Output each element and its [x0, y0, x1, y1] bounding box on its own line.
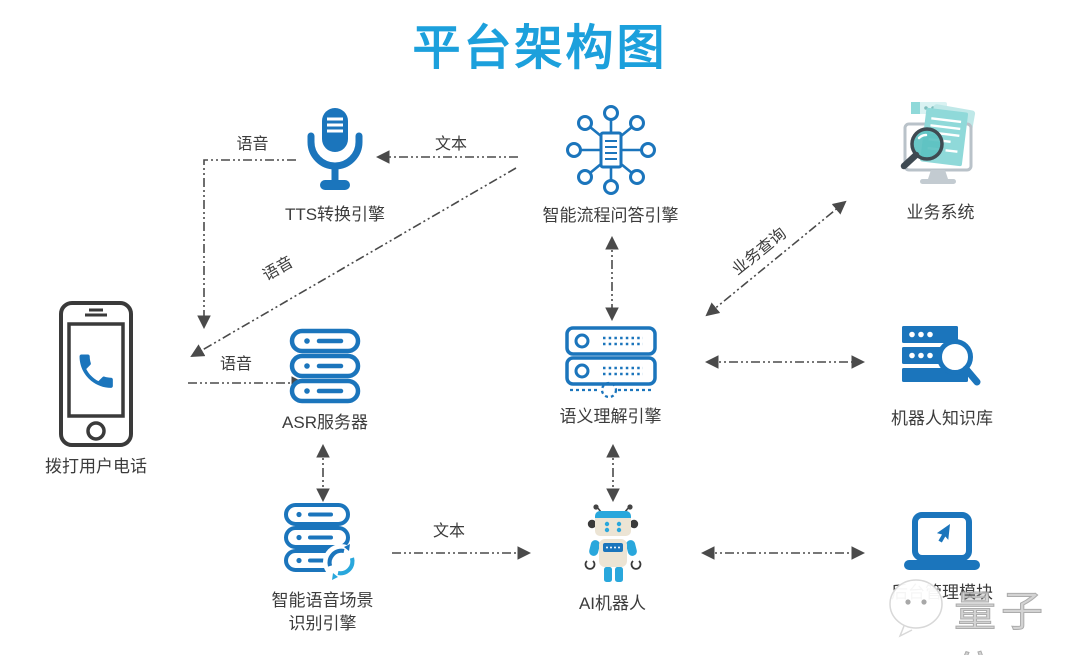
node-label-asr: ASR服务器: [282, 413, 368, 432]
edge-label-voice-tts: 语音: [236, 136, 269, 153]
robot-icon: [584, 504, 641, 582]
node-tts: TTS转换引擎: [250, 106, 420, 227]
edge-label-text-bottom: 文本: [432, 523, 465, 540]
knowledge-base-icon: [902, 326, 981, 386]
node-label-scene-engine: 智能语音场景 识别引擎: [271, 591, 374, 633]
edge-label-text-top: 文本: [434, 136, 467, 153]
scene-server-sync-icon: [283, 503, 359, 580]
node-asr: ASR服务器: [250, 328, 400, 435]
semantic-server-icon: [564, 326, 657, 398]
microphone-icon: [307, 108, 363, 190]
node-label-flow-qa: 智能流程问答引擎: [542, 206, 679, 225]
server-stack-icon: [289, 328, 361, 404]
node-ai-robot: AI机器人: [545, 503, 680, 616]
business-system-icon: [900, 102, 976, 184]
node-admin: 后台管理模块: [868, 512, 1016, 605]
node-label-phone: 拨打用户电话: [45, 457, 147, 476]
node-semantic: 语义理解引擎: [518, 326, 703, 429]
node-flow-qa: 智能流程问答引擎: [518, 103, 703, 228]
node-label-business-system: 业务系统: [906, 203, 975, 222]
node-phone: 拨打用户电话: [26, 300, 166, 479]
node-label-admin: 后台管理模块: [891, 583, 993, 602]
node-business-system: 业务系统: [853, 98, 1028, 225]
node-label-ai-robot: AI机器人: [578, 594, 647, 613]
phone-icon: [59, 301, 133, 447]
page-title: 平台架构图: [412, 22, 668, 75]
edge-qa-to-phone: [190, 167, 517, 358]
edge-semantic-business: [705, 200, 847, 317]
node-label-knowledge-base: 机器人知识库: [891, 409, 993, 428]
laptop-cursor-icon: [904, 512, 980, 570]
node-knowledge-base: 机器人知识库: [858, 324, 1026, 431]
node-label-semantic: 语义理解引擎: [559, 407, 662, 426]
edge-label-voice-asr: 语音: [219, 356, 252, 373]
network-hub-icon: [565, 105, 656, 195]
edge-tts-to-phone: [197, 159, 296, 330]
node-label-tts: TTS转换引擎: [284, 205, 386, 224]
node-scene-engine: 智能语音场景 识别引擎: [245, 500, 400, 636]
